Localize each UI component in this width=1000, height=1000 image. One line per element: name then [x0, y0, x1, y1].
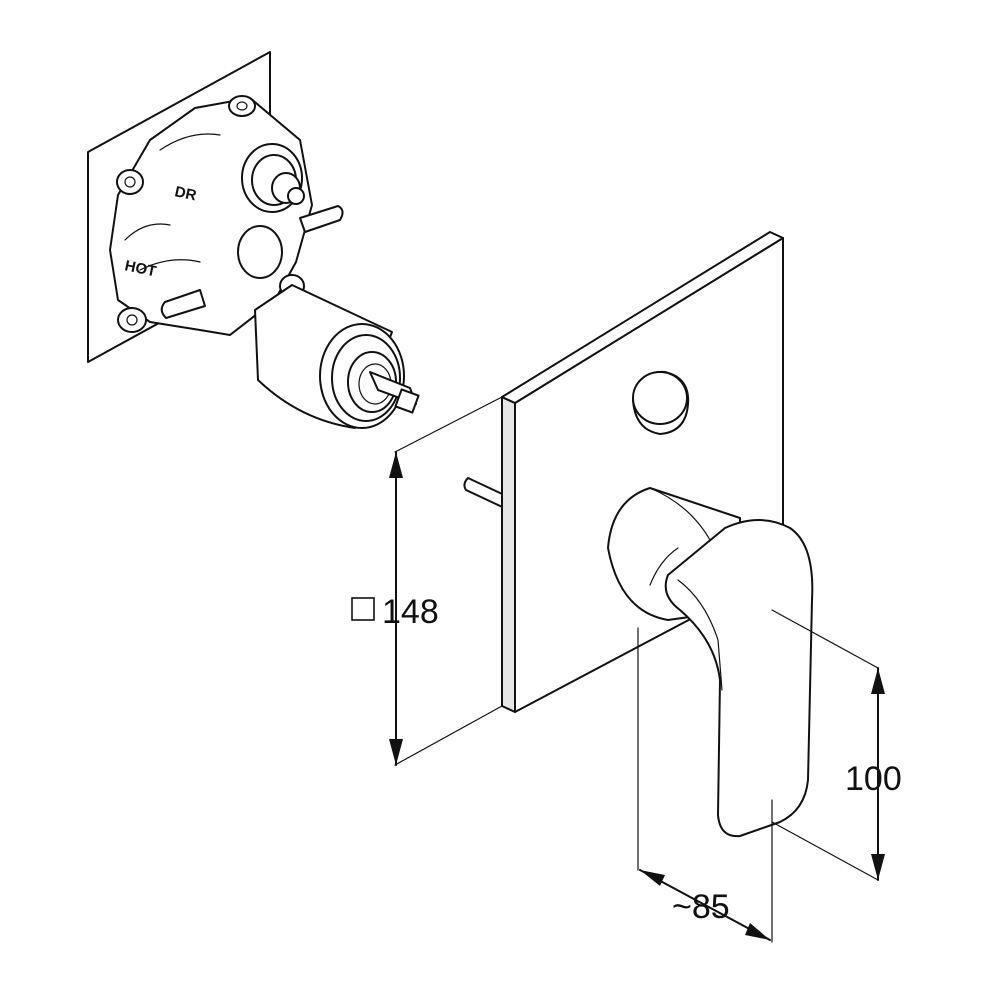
mounting-ears [116, 95, 305, 333]
dimension-label-148: 148 [382, 593, 439, 631]
upper-port-fitting [241, 143, 305, 213]
dimension-label-100: 100 [845, 760, 902, 798]
dimension-plate-square: 148 [351, 396, 503, 766]
cartridge [254, 284, 420, 429]
side-pin-right [299, 205, 344, 233]
side-pin-left [160, 289, 206, 319]
dimension-handle-height: 100 [771, 609, 902, 881]
square-symbol-icon [351, 597, 375, 621]
lever-handle [607, 487, 814, 838]
dimension-handle-depth: ~85 [637, 627, 773, 943]
handle-lever [664, 519, 814, 838]
rough-in-valve-body: DR HOT [87, 51, 420, 429]
diverter-button [632, 370, 690, 435]
dimension-label-85: ~85 [672, 888, 730, 926]
central-boss [237, 225, 283, 279]
marking-diverter: DR [173, 183, 198, 204]
marking-hot: HOT [123, 257, 158, 280]
